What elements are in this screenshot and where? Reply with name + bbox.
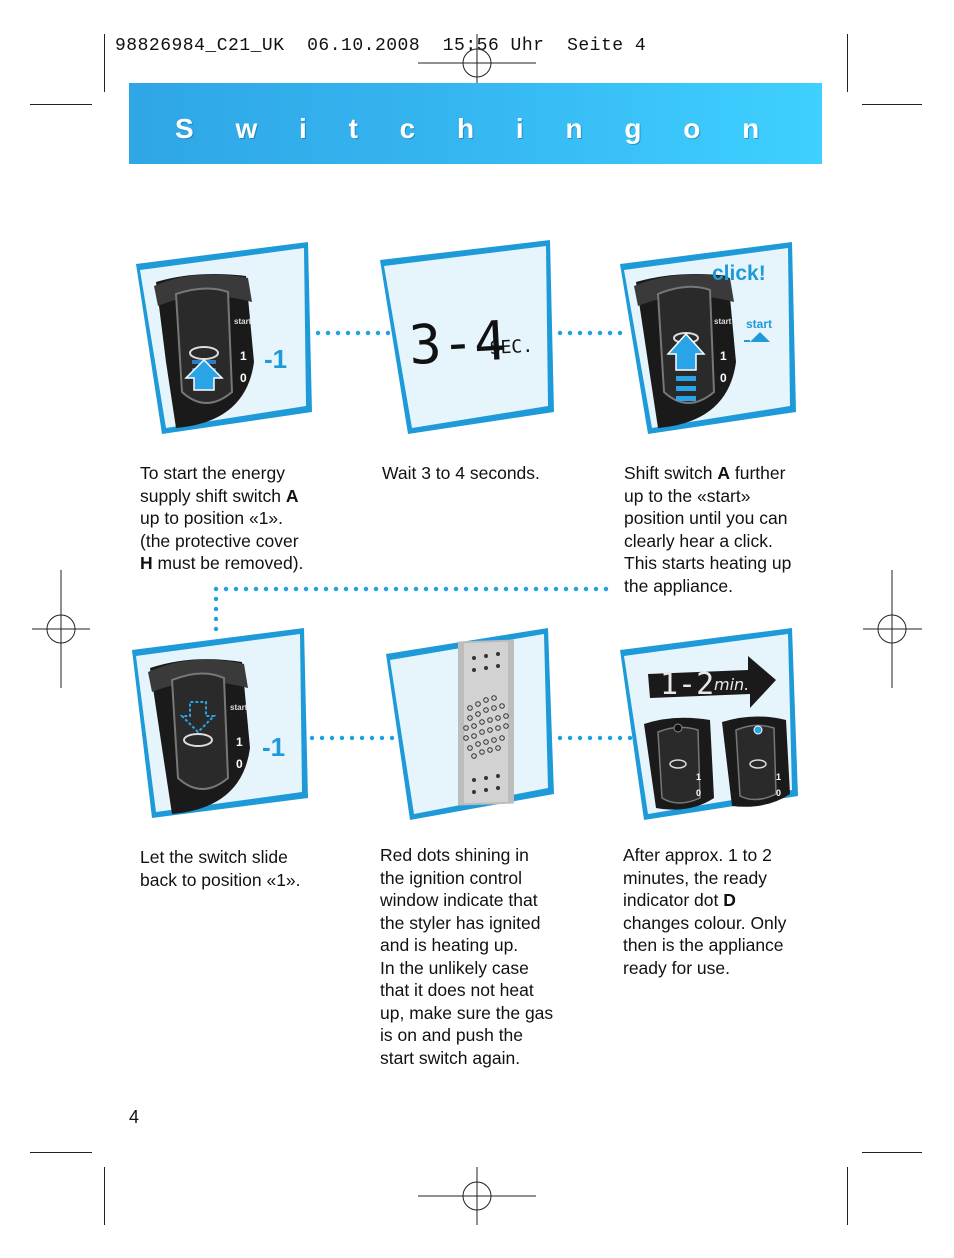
step-6-text: After approx. 1 to 2 minutes, the ready … [623,845,787,978]
connector-return [213,586,609,632]
switch-zero-label: 0 [240,371,247,385]
switch-zero-label: 0 [720,371,727,385]
switch-one-label: 1 [776,772,781,782]
figure-ready-1-2-min: 1-2 min. 1 0 1 0 [620,628,798,820]
switch-one-label: 1 [720,349,727,363]
connector-5-6 [557,735,633,741]
switch-start-label: start [234,317,252,326]
timer-unit: SEC. [489,336,533,359]
position-label: -1 [264,344,287,374]
start-label: start [746,317,772,331]
section-header: S w i t c h i n g o n [129,83,822,164]
section-title: S w i t c h i n g o n [175,113,777,144]
connector-1-2 [305,330,391,336]
step-2-text: Wait 3 to 4 seconds. [382,463,540,483]
switch-zero-label: 0 [236,757,243,771]
page-number: 4 [129,1107,140,1127]
switch-zero-label: 0 [696,788,701,798]
figure-switch-to-start: start 1 0 click! start [620,242,796,434]
step-4-text: Let the switch slide back to position «1… [140,847,301,890]
figure-switch-to-1: start 1 0 -1 [136,242,312,434]
figure-ignition-window [386,628,554,820]
print-slug-line: 98826984_C21_UK 06.10.2008 15:56 Uhr Sei… [115,36,647,56]
switch-one-label: 1 [696,772,701,782]
connector-4-5 [309,735,395,741]
click-label: click! [712,262,766,285]
timer-digits: 3-4 [407,309,508,377]
switch-start-label: start [714,317,732,326]
step-1-text: To start the energy supply shift switch … [140,463,304,573]
switch-zero-label: 0 [776,788,781,798]
switch-start-label: start [230,703,248,712]
switch-one-label: 1 [236,735,243,749]
position-label: -1 [262,732,285,762]
connector-2-3 [557,330,623,336]
timer-unit: min. [714,675,749,694]
step-5-text: Red dots shining in the ignition control… [380,845,554,1068]
figure-slide-back: start 1 0 -1 [132,628,308,818]
step-3-text: Shift switch A further up to the «start»… [624,463,792,596]
switch-one-label: 1 [240,349,247,363]
timer-digits: 1-2 [660,667,714,702]
figure-wait-3-4-sec: 3-4 SEC. [380,240,554,434]
